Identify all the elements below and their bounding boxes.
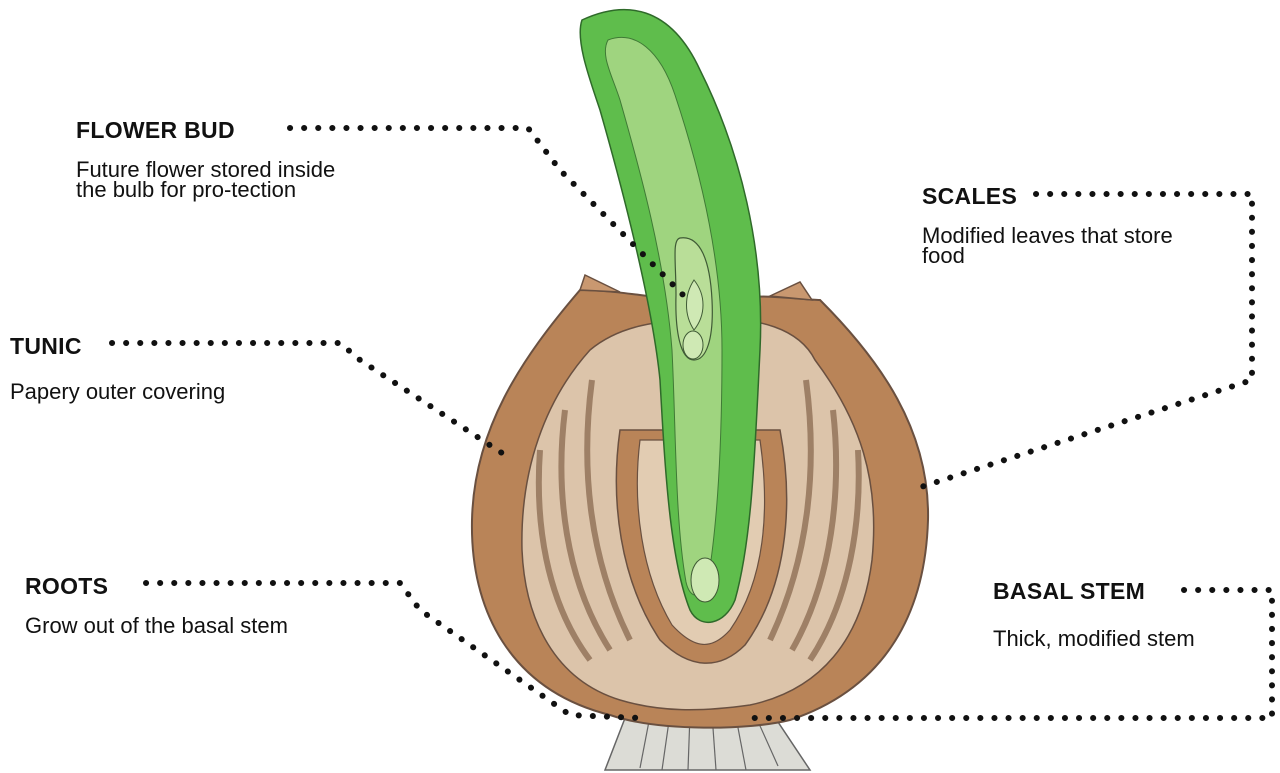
tunic-title: TUNIC — [10, 333, 340, 360]
basal-stem-title: BASAL STEM — [993, 578, 1280, 605]
label-roots: ROOTS Grow out of the basal stem — [25, 573, 325, 636]
label-tunic: TUNIC Papery outer covering — [10, 333, 340, 404]
tunic-description: Papery outer covering — [10, 380, 340, 404]
bulb-illustration — [472, 10, 928, 770]
scales-title: SCALES — [922, 183, 1212, 210]
roots-description: Grow out of the basal stem — [25, 616, 325, 636]
flower-bud-title: FLOWER BUD — [76, 117, 366, 144]
roots-title: ROOTS — [25, 573, 325, 600]
label-scales: SCALES Modified leaves that store food — [922, 183, 1212, 266]
basal-stem-description: Thick, modified stem — [993, 627, 1280, 651]
scales-description: Modified leaves that store food — [922, 226, 1212, 266]
label-basal-stem: BASAL STEM Thick, modified stem — [993, 578, 1280, 651]
flower-bud-description: Future flower stored inside the bulb for… — [76, 160, 366, 200]
label-flower-bud: FLOWER BUD Future flower stored inside t… — [76, 117, 366, 200]
